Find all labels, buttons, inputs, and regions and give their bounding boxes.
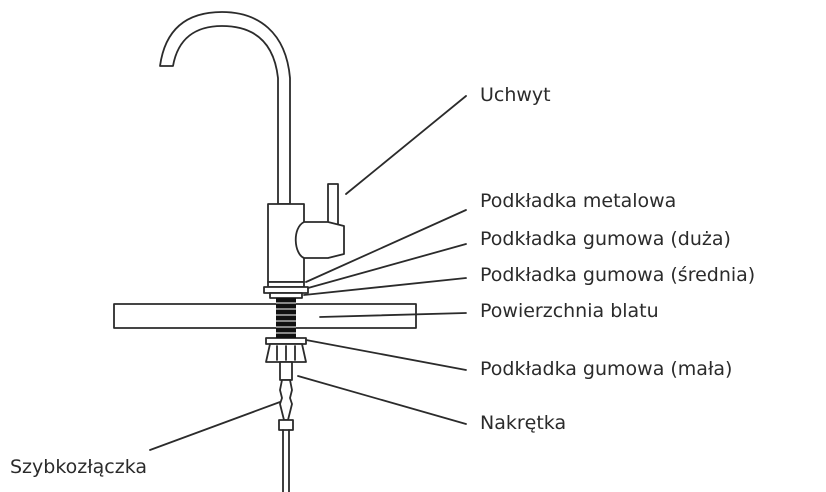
quick-connector bbox=[279, 379, 293, 421]
leader-countertop bbox=[319, 312, 467, 318]
leader-quick-connector bbox=[149, 401, 281, 451]
stem-lower bbox=[279, 361, 293, 381]
faucet-spout bbox=[159, 11, 291, 205]
leader-rubber-medium bbox=[303, 277, 467, 296]
label-quick-connector: Szybkozłączka bbox=[10, 456, 148, 478]
faucet-handle-lever bbox=[327, 183, 339, 229]
label-rubber-washer-medium: Podkładka gumowa (średnia) bbox=[480, 264, 756, 286]
leader-nut bbox=[297, 375, 467, 425]
label-metal-washer: Podkładka metalowa bbox=[480, 190, 677, 212]
leader-rubber-small bbox=[305, 339, 467, 371]
faucet-handle-knob bbox=[294, 221, 345, 259]
rubber-washer-medium bbox=[269, 292, 303, 299]
leader-metal-washer bbox=[305, 209, 467, 283]
label-nut: Nakrętka bbox=[480, 412, 567, 434]
countertop-surface bbox=[113, 303, 417, 329]
threaded-stem bbox=[276, 298, 296, 338]
label-countertop: Powierzchnia blatu bbox=[480, 300, 659, 322]
leader-rubber-large bbox=[307, 243, 467, 289]
label-handle: Uchwyt bbox=[480, 84, 551, 106]
leader-handle bbox=[345, 95, 467, 195]
label-rubber-washer-small: Podkładka gumowa (mała) bbox=[480, 358, 733, 380]
label-rubber-washer-large: Podkładka gumowa (duża) bbox=[480, 228, 731, 250]
